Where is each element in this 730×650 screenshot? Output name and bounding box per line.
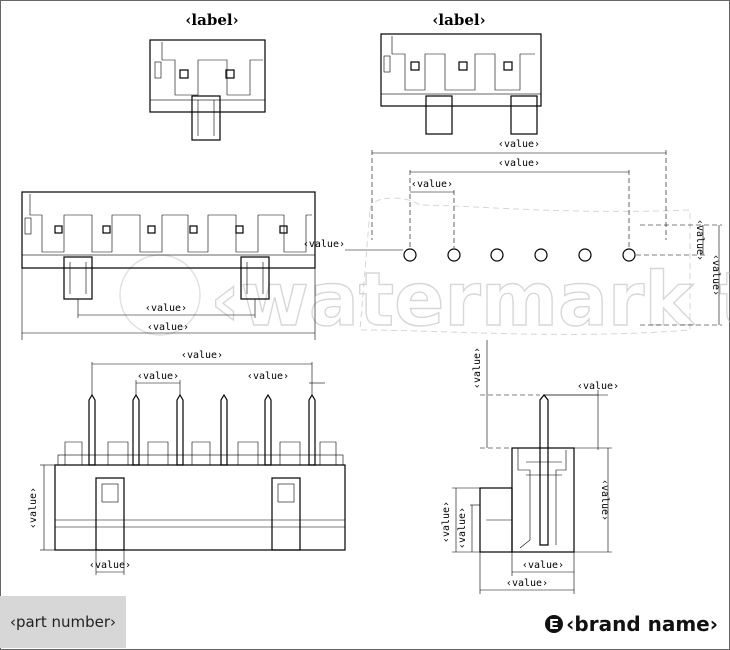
dim-side-offset: ‹value› xyxy=(577,381,619,392)
view-front xyxy=(54,393,346,551)
dim-front-offset: ‹value› xyxy=(89,560,131,571)
dim-front-pitch: ‹value› xyxy=(137,371,179,382)
brand-logo: ‹brand name› xyxy=(545,612,718,636)
dim-hole-pitch-total: ‹value› xyxy=(498,158,540,169)
brand-name: ‹brand name› xyxy=(566,612,718,636)
dim-side-width: ‹value› xyxy=(506,578,548,589)
dim-hole-dia: ‹value› xyxy=(303,239,345,250)
dim-pcb-depth: ‹value› xyxy=(710,254,721,296)
dim-side-mid: ‹value› xyxy=(441,501,452,543)
dim-side-low: ‹value› xyxy=(457,507,468,549)
part-number-label: ‹part number› xyxy=(0,596,126,648)
view-top xyxy=(21,191,316,300)
dim-hole-pitch: ‹value› xyxy=(411,179,453,190)
dim-hole-overall: ‹value› xyxy=(498,139,540,150)
pcb-holes xyxy=(403,248,636,262)
watermark-text: ‹watermark text› xyxy=(210,257,730,343)
dim-hole-offset: ‹value› xyxy=(694,219,705,261)
watermark-outline xyxy=(359,197,691,335)
view-2p xyxy=(149,39,266,141)
dim-front-pitch-total: ‹value› xyxy=(181,350,223,361)
dim-pin-length: ‹value› xyxy=(472,347,483,389)
dim-top-pitch-total: ‹value› xyxy=(145,303,187,314)
title-3p: ‹label› xyxy=(432,11,485,29)
dim-pin-size: ‹value› xyxy=(247,371,289,382)
dim-side-inner-width: ‹value› xyxy=(522,560,564,571)
brand-mark-icon xyxy=(545,615,564,633)
title-2p: ‹label› xyxy=(185,11,238,29)
dim-top-overall: ‹value› xyxy=(147,322,189,333)
view-side xyxy=(479,394,575,553)
dim-side-height: ‹value› xyxy=(599,479,610,521)
view-3p xyxy=(380,33,542,135)
dim-front-height: ‹value› xyxy=(28,487,39,529)
